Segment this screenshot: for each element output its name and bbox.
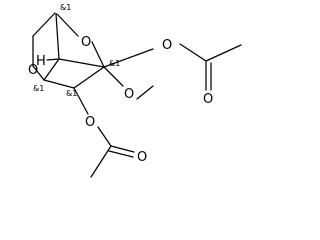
bond-ccarbonyl-odouble-lower-b (108, 150, 134, 158)
bond-ctop-ch2 (32, 12, 56, 37)
stereo-label-lower-middle-carbon: &1 (66, 89, 77, 98)
bond-omethoxy-methyl (136, 85, 154, 100)
bond-oring-cbottom (32, 65, 45, 81)
atom-label-acetate-ester-oxygen-upper: O (162, 38, 172, 53)
bond-oacetate-ccarbonyl-lower (97, 126, 112, 147)
bond-chbridge-h (46, 58, 60, 61)
bond-cupper-oacetate (103, 48, 154, 68)
atom-label-methoxy-oxygen: O (124, 87, 134, 102)
bond-obridge-cupper (91, 41, 105, 68)
bond-ctop-obridge (56, 13, 79, 37)
chemical-structure-diagram: O O H O O O O O &1 &1 &1 &1 (28, 3, 242, 178)
atom-label-bridge-oxygen: O (81, 35, 91, 50)
atom-label-carbonyl-oxygen-lower: O (137, 150, 147, 165)
atom-label-acetate-ester-oxygen-lower: O (85, 115, 95, 130)
bond-oacetate-ccarbonyl-upper (179, 43, 207, 62)
bond-cbottom-cmid (43, 79, 75, 89)
bond-ctop-chbridge (55, 13, 60, 60)
bond-cmid-cupper (73, 66, 105, 89)
bond-ccarbonyl-methyl-lower (90, 145, 112, 178)
atom-label-carbonyl-oxygen-upper: O (203, 92, 213, 107)
bond-ccarbonyl-odouble-lower-a (110, 145, 135, 153)
atom-label-ring-oxygen: O (28, 63, 38, 78)
bond-cupper-omethoxy (103, 66, 124, 87)
bond-chbridge-cbottom (43, 58, 60, 81)
bond-chbridge-cupper (58, 58, 105, 68)
stereo-label-top-carbon: &1 (60, 3, 71, 12)
atom-label-layer: O O H O O O O O (28, 35, 213, 165)
stereo-label-upper-right-carbon: &1 (109, 59, 120, 68)
stereo-annotation-layer: &1 &1 &1 &1 (33, 3, 120, 98)
atom-label-bridgehead-hydrogen: H (36, 54, 46, 69)
bond-layer (32, 12, 242, 178)
bond-cmid-oacetate-lower (73, 87, 89, 115)
bond-ccarbonyl-methyl-upper (205, 44, 242, 62)
stereo-label-lower-left-carbon: &1 (33, 84, 44, 93)
